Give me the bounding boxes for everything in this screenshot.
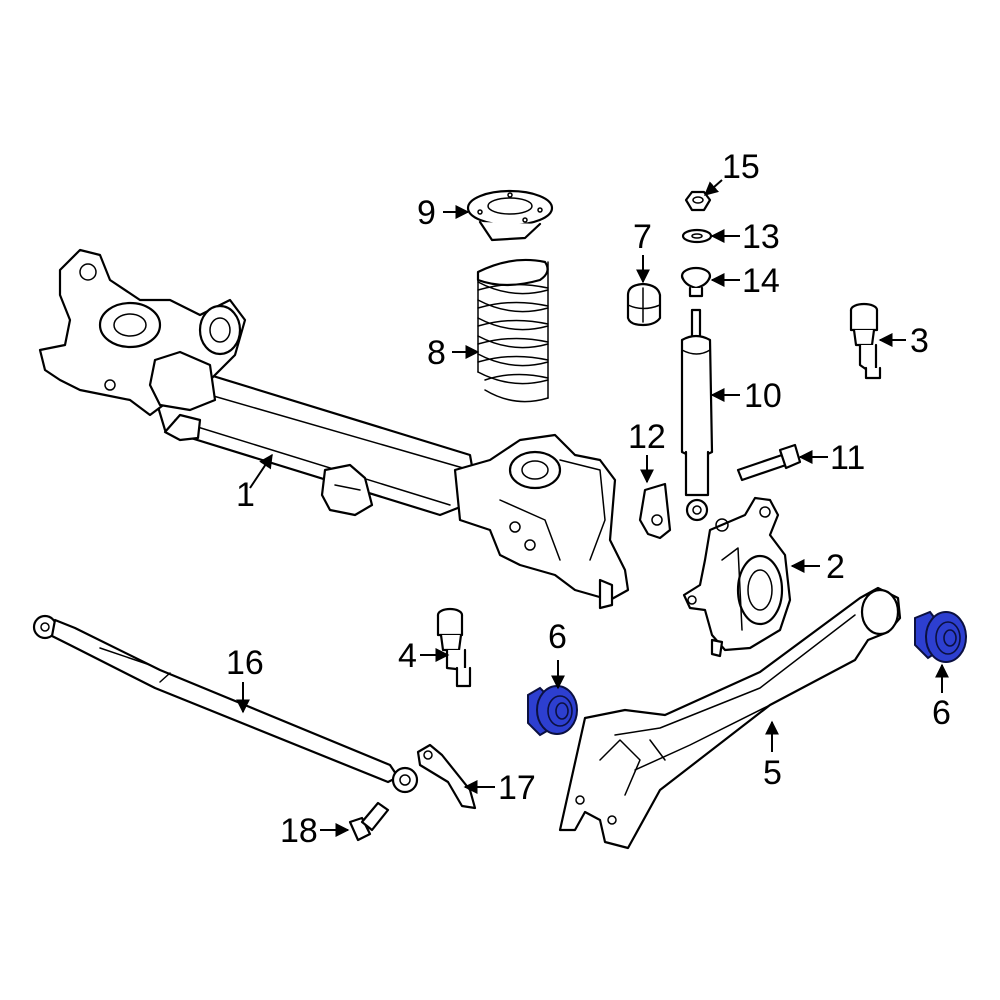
callout-12: 12 — [628, 418, 666, 456]
callout-11: 11 — [830, 439, 865, 477]
part-3-ball-joint[interactable] — [849, 302, 882, 380]
part-9-spring-seat[interactable] — [466, 189, 554, 242]
leader-lines — [236, 179, 949, 837]
part-6-bushing-left[interactable] — [527, 685, 578, 737]
part-10-shock-absorber[interactable] — [680, 308, 714, 522]
part-6-bushing-right[interactable] — [914, 610, 967, 663]
callout-10: 10 — [744, 377, 782, 415]
callout-6-right: 6 — [932, 694, 951, 732]
callout-15: 15 — [722, 148, 760, 186]
callout-3: 3 — [910, 322, 929, 360]
part-11-bolt[interactable] — [736, 443, 802, 482]
callout-9: 9 — [417, 194, 436, 232]
callout-5: 5 — [763, 754, 782, 792]
callout-18: 18 — [280, 812, 318, 850]
part-2-steering-knuckle[interactable] — [682, 496, 792, 658]
callout-14: 14 — [742, 262, 780, 300]
part-12-bracket[interactable] — [638, 482, 672, 540]
callout-17: 17 — [498, 769, 536, 807]
part-14-insulator[interactable] — [680, 266, 712, 298]
part-15-nut[interactable] — [684, 190, 712, 212]
part-16-track-bar[interactable] — [32, 614, 419, 794]
part-4-ball-joint[interactable] — [436, 607, 472, 688]
part-17-bracket[interactable] — [416, 743, 477, 810]
part-1-axle-housing[interactable] — [38, 248, 630, 610]
part-7-jounce-bumper[interactable] — [626, 282, 662, 327]
callout-7: 7 — [633, 218, 652, 256]
part-5-control-arm[interactable] — [558, 586, 902, 850]
callout-8: 8 — [427, 334, 446, 372]
part-18-bolt[interactable] — [348, 801, 390, 842]
callout-labels: 1 2 3 4 5 6 6 7 8 9 10 11 12 13 14 15 16… — [226, 148, 951, 850]
callout-16: 16 — [226, 644, 264, 682]
callout-2: 2 — [826, 548, 845, 586]
callout-6-left: 6 — [548, 618, 567, 656]
part-8-coil-spring[interactable] — [476, 258, 549, 403]
callout-1: 1 — [236, 476, 255, 514]
callout-13: 13 — [742, 218, 780, 256]
part-13-washer[interactable] — [681, 228, 713, 244]
callout-4: 4 — [398, 637, 417, 675]
